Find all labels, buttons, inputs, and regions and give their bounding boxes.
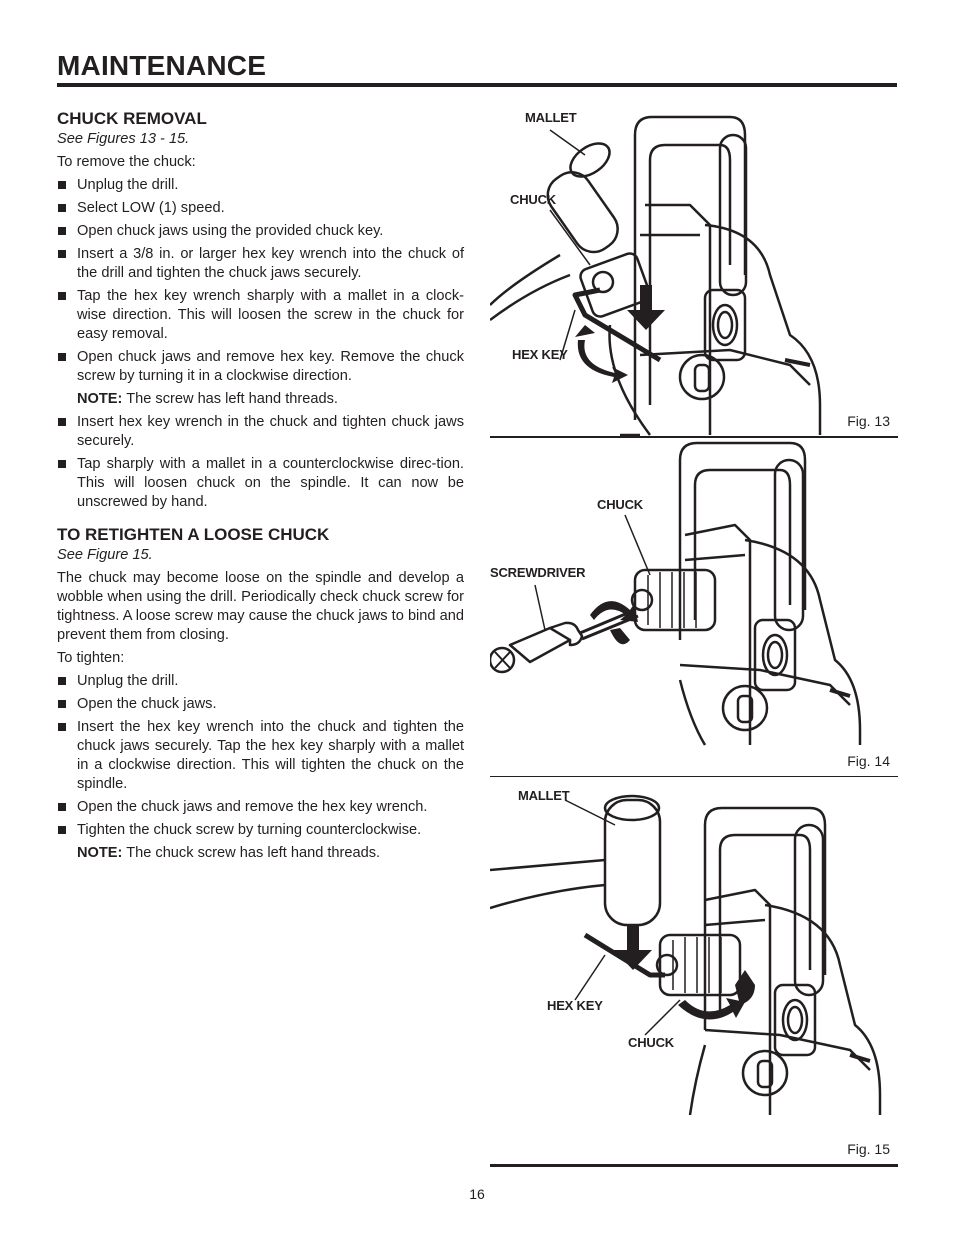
chuck-removal-heading: CHUCK REMOVAL bbox=[57, 109, 207, 128]
bullet-icon bbox=[58, 460, 66, 468]
bullet-icon bbox=[58, 677, 66, 685]
label-chuck: CHUCK bbox=[510, 192, 556, 207]
retighten-note: NOTE: The chuck screw has left hand thre… bbox=[77, 845, 381, 861]
label-chuck: CHUCK bbox=[628, 1035, 674, 1050]
bullet-icon bbox=[58, 353, 66, 361]
chuck-removal-steps-continued: Insert hex key wrench in the chuck and t… bbox=[57, 413, 464, 512]
figure-caption: Fig. 13 bbox=[847, 413, 890, 429]
list-item: Insert hex key wrench in the chuck and t… bbox=[57, 413, 464, 451]
list-item: Tighten the chuck screw by turning count… bbox=[57, 821, 464, 840]
label-chuck: CHUCK bbox=[597, 497, 643, 512]
list-item: Insert a 3/8 in. or larger hex key wrenc… bbox=[57, 245, 464, 283]
label-hex-key: HEX KEY bbox=[512, 347, 568, 362]
figure-divider bbox=[490, 1164, 898, 1167]
list-item: Unplug the drill. bbox=[57, 672, 464, 691]
drill-hex-key-mallet-illustration bbox=[490, 115, 822, 437]
list-item: Open the chuck jaws. bbox=[57, 695, 464, 714]
bullet-icon bbox=[58, 826, 66, 834]
retighten-steps: Unplug the drill. Open the chuck jaws. I… bbox=[57, 672, 464, 840]
drill-mallet-hex-key-illustration bbox=[490, 794, 882, 1116]
retighten-intro: To tighten: bbox=[57, 650, 125, 666]
label-mallet: MALLET bbox=[525, 110, 577, 125]
list-item: Select LOW (1) speed. bbox=[57, 199, 464, 218]
retighten-heading: TO RETIGHTEN A LOOSE CHUCK bbox=[57, 525, 330, 544]
bullet-icon bbox=[58, 250, 66, 258]
figure-13: MALLET CHUCK HEX KEY Fig. 13 bbox=[490, 105, 898, 440]
chuck-removal-see-figures: See Figures 13 - 15. bbox=[57, 131, 190, 147]
bullet-icon bbox=[58, 181, 66, 189]
drill-screwdriver-illustration bbox=[490, 441, 862, 746]
bullet-icon bbox=[58, 803, 66, 811]
figure-caption: Fig. 15 bbox=[847, 1141, 890, 1157]
label-hex-key: HEX KEY bbox=[547, 998, 603, 1013]
instructions-column: CHUCK REMOVAL See Figures 13 - 15. To re… bbox=[57, 108, 464, 867]
bullet-icon bbox=[58, 292, 66, 300]
retighten-section: TO RETIGHTEN A LOOSE CHUCK See Figure 15… bbox=[57, 524, 464, 863]
chuck-removal-note: NOTE: The screw has left hand threads. bbox=[77, 391, 338, 407]
label-screwdriver: SCREWDRIVER bbox=[490, 565, 586, 580]
list-item: Tap the hex key wrench sharply with a ma… bbox=[57, 287, 464, 344]
retighten-paragraph: The chuck may become loose on the spindl… bbox=[57, 570, 464, 643]
page-title: MAINTENANCE bbox=[57, 50, 267, 81]
page-number: 16 bbox=[469, 1186, 485, 1202]
chuck-removal-intro: To remove the chuck: bbox=[57, 154, 196, 170]
header-rule bbox=[57, 83, 897, 87]
bullet-icon bbox=[58, 227, 66, 235]
bullet-icon bbox=[58, 418, 66, 426]
figure-15: MALLET HEX KEY CHUCK Fig. 15 bbox=[490, 780, 898, 1170]
figure-divider bbox=[490, 776, 898, 777]
list-item: Open the chuck jaws and remove the hex k… bbox=[57, 798, 464, 817]
figure-divider bbox=[490, 436, 898, 438]
bullet-icon bbox=[58, 700, 66, 708]
label-mallet: MALLET bbox=[518, 788, 570, 803]
chuck-removal-steps: Unplug the drill. Select LOW (1) speed. … bbox=[57, 176, 464, 386]
list-item: Unplug the drill. bbox=[57, 176, 464, 195]
bullet-icon bbox=[58, 723, 66, 731]
list-item: Insert the hex key wrench into the chuck… bbox=[57, 718, 464, 794]
retighten-see-figure: See Figure 15. bbox=[57, 547, 153, 563]
bullet-icon bbox=[58, 204, 66, 212]
list-item: Open chuck jaws using the provided chuck… bbox=[57, 222, 464, 241]
list-item: Open chuck jaws and remove hex key. Remo… bbox=[57, 348, 464, 386]
list-item: Tap sharply with a mallet in a countercl… bbox=[57, 455, 464, 512]
figure-caption: Fig. 14 bbox=[847, 753, 890, 769]
figure-14: CHUCK SCREWDRIVER Fig. 14 bbox=[490, 440, 898, 780]
